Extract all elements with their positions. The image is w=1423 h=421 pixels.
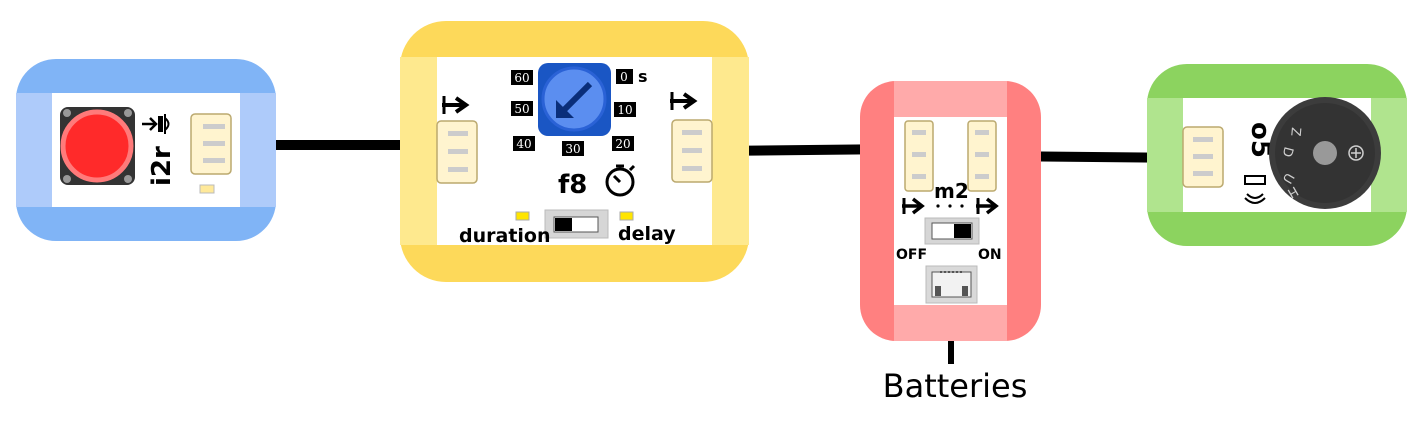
batteries-label: Batteries xyxy=(883,367,1028,405)
pushbutton-screw xyxy=(63,175,71,183)
button-module[interactable]: i2r xyxy=(16,59,276,241)
speaker-icon xyxy=(1244,175,1266,204)
dial-tick-20: 20 xyxy=(612,136,634,151)
timer-module-label: f8 xyxy=(558,170,587,200)
dial-tick-60: 60 xyxy=(511,70,533,85)
connector-pin xyxy=(1193,154,1213,159)
buzzer-module-stripe-left xyxy=(1147,98,1183,212)
power-dots-icon xyxy=(936,204,964,208)
dial-tick-50: 50 xyxy=(511,101,533,116)
connector-pin xyxy=(203,124,225,129)
timer-module[interactable]: 60 0 s 50 10 40 30 20 f8 duration delay xyxy=(400,21,749,282)
connector-pin xyxy=(682,148,702,153)
connector-pin xyxy=(448,167,468,172)
svg-text:0: 0 xyxy=(620,70,628,84)
connector-pin xyxy=(203,141,225,146)
svg-text:50: 50 xyxy=(514,102,529,116)
status-led xyxy=(199,184,215,194)
svg-text:20: 20 xyxy=(615,137,630,151)
svg-text:40: 40 xyxy=(516,137,531,151)
svg-text:Z: Z xyxy=(1287,127,1303,137)
connector-pin xyxy=(1193,171,1213,176)
connector-pin xyxy=(448,149,468,154)
button-module-stripe-right xyxy=(240,93,276,207)
connector-pin xyxy=(1193,137,1213,142)
dial-tick-30: 30 xyxy=(562,141,584,156)
delay-label: delay xyxy=(618,223,676,245)
timer-module-stripe-left xyxy=(400,57,437,245)
pushbutton-screw xyxy=(124,109,132,117)
connector-pin xyxy=(682,130,702,135)
stopwatch-icon xyxy=(605,164,636,197)
dial-pointer-icon xyxy=(556,81,593,118)
connector-pin xyxy=(975,174,989,179)
power-out-arrow-icon xyxy=(976,197,999,215)
power-module-label: m2 xyxy=(934,179,969,203)
output-arrow-icon xyxy=(670,92,698,110)
input-arrow-icon xyxy=(442,96,470,114)
button-module-label: i2r xyxy=(147,146,177,186)
duration-label: duration xyxy=(459,225,551,247)
connector-pin xyxy=(975,152,989,157)
connector-pin xyxy=(448,131,468,136)
dial-tick-10: 10 xyxy=(614,102,636,117)
svg-text:60: 60 xyxy=(514,71,529,85)
power-module[interactable]: m2 OFF ON xyxy=(860,81,1041,341)
connector-pin xyxy=(682,166,702,171)
connector-pin xyxy=(912,130,926,135)
connector-pin xyxy=(912,152,926,157)
delay-led xyxy=(619,211,634,221)
power-module-stripe-bottom xyxy=(894,305,1007,341)
buzzer-plus-icon xyxy=(1348,145,1364,161)
on-label: ON xyxy=(978,247,1002,263)
buzzer-center xyxy=(1313,141,1337,165)
svg-text:D: D xyxy=(1279,145,1296,159)
power-switch[interactable] xyxy=(924,217,980,245)
mode-switch[interactable] xyxy=(544,209,609,239)
off-label: OFF xyxy=(896,247,927,263)
dial-unit-label: s xyxy=(638,67,648,86)
connector-pin xyxy=(912,174,926,179)
button-symbol-icon xyxy=(142,114,170,134)
pushbutton-screw xyxy=(63,109,71,117)
dial-tick-40: 40 xyxy=(513,136,535,151)
power-in-arrow-icon xyxy=(902,197,925,215)
connector-pin xyxy=(975,130,989,135)
pushbutton-screw xyxy=(124,175,132,183)
button-module-stripe-left xyxy=(16,93,52,207)
buzzer-module[interactable]: o5 H U D Z xyxy=(1147,64,1407,246)
pushbutton-cap[interactable] xyxy=(60,109,134,183)
svg-text:10: 10 xyxy=(617,103,632,117)
power-module-stripe-top xyxy=(894,81,1007,117)
usb-port-icon[interactable] xyxy=(925,265,978,304)
dial-tick-0: 0 xyxy=(616,69,633,84)
timer-module-stripe-right xyxy=(712,57,749,245)
duration-led xyxy=(515,211,530,221)
connector-pin xyxy=(203,158,225,163)
svg-text:30: 30 xyxy=(565,142,580,156)
